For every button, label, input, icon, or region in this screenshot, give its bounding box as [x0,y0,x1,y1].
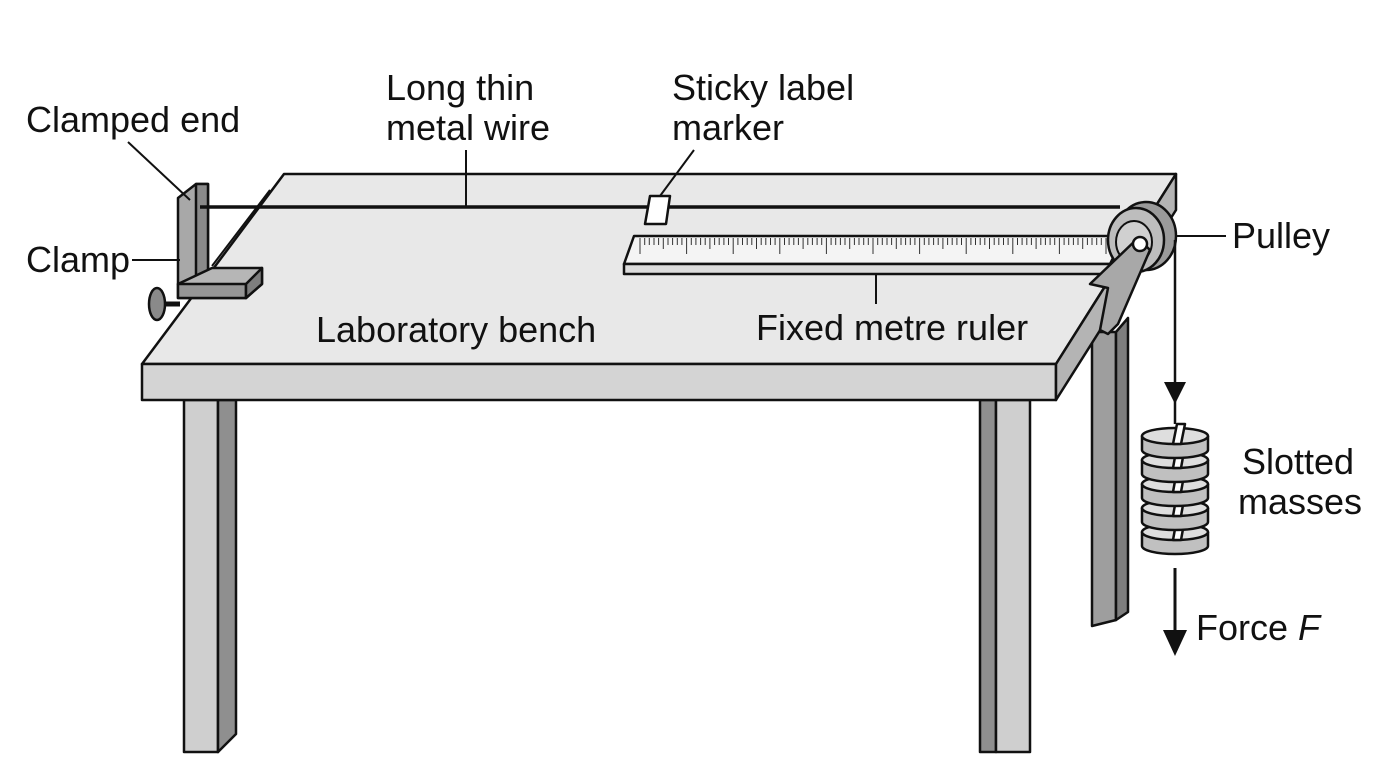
pulley-bracket [1088,236,1152,336]
label-clamped-end: Clamped end [26,99,240,140]
label-bench: Laboratory bench [316,309,596,350]
label-marker-line1: Sticky label [672,67,854,108]
pulley [1088,200,1178,336]
leader-marker [659,149,695,197]
label-marker-line2: marker [672,107,784,148]
label-masses-line2: masses [1238,481,1362,522]
bench-front-edge [140,362,1058,402]
front-left-leg [182,398,220,754]
slotted-mass [1140,422,1210,460]
clamp-screw-icon [147,286,167,322]
label-masses-line1: Slotted [1242,441,1354,482]
clamp [147,182,264,322]
label-clamp: Clamp [26,239,130,280]
ruler-ticks [639,238,1107,254]
leader-clamped-end-2 [211,189,271,267]
label-pulley: Pulley [1232,215,1330,256]
sticky-label-marker [643,194,672,226]
force-arrowhead-icon [1163,630,1187,656]
slotted-masses [1140,422,1210,556]
front-right-leg [978,398,998,754]
leader-clamped-end [127,141,191,201]
label-wire-line2: metal wire [386,107,550,148]
metre-ruler [622,234,1126,276]
string-arrow-icon [1164,382,1186,404]
label-wire-line1: Long thin [386,67,534,108]
back-right-leg [1090,330,1118,628]
label-force: Force F [1196,607,1322,648]
label-force-symbol: F [1298,607,1322,648]
label-force-prefix: Force [1196,607,1298,648]
label-ruler: Fixed metre ruler [756,307,1028,348]
